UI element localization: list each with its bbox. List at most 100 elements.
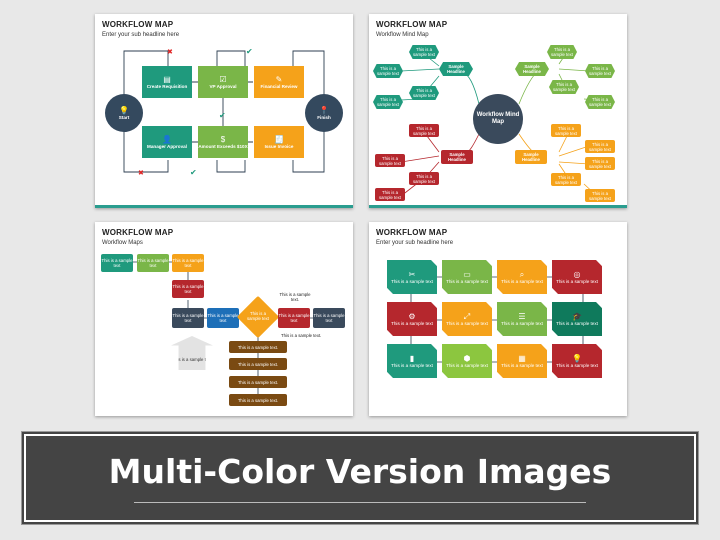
money-icon: $: [220, 134, 226, 144]
note-side: This is a sample text.: [281, 333, 322, 338]
check-mark: ✔: [246, 47, 253, 56]
banner: Multi-Color Version Images: [22, 432, 698, 524]
mindmap-headline-br[interactable]: Sample Headline: [515, 150, 547, 164]
flow-node[interactable]: This is a sample text: [172, 254, 204, 272]
flow-node[interactable]: This is a sample text: [101, 254, 133, 272]
x-mark: ✖: [167, 49, 173, 56]
icon-card[interactable]: 💡This is a sample text: [552, 344, 602, 378]
flow-step[interactable]: This is a sample text.: [229, 376, 287, 388]
mindmap-node[interactable]: This is a sample text: [585, 157, 615, 170]
slide-subtitle: Enter your sub headline here: [102, 32, 180, 38]
icon-card-label: This is a sample text: [501, 362, 543, 368]
mindmap-node[interactable]: This is a sample text: [373, 95, 403, 109]
invoice-icon: 🧾: [274, 134, 284, 144]
icon-card[interactable]: ▮This is a sample text: [387, 344, 437, 378]
icon-card[interactable]: ⬢This is a sample text: [442, 344, 492, 378]
flow-step[interactable]: This is a sample text.: [229, 358, 287, 370]
mindmap-node[interactable]: This is a sample text: [551, 173, 581, 186]
lightbulb-icon: 💡: [119, 105, 129, 115]
icon-card[interactable]: ▦This is a sample text: [497, 344, 547, 378]
slide-workflow-map-3[interactable]: WORKFLOW MAP Workflow Maps This is a sam…: [95, 222, 353, 416]
tools-icon: ✂: [408, 269, 416, 279]
slide-subtitle: Workflow Mind Map: [376, 32, 429, 38]
slide-workflow-map-1[interactable]: WORKFLOW MAP Enter your sub headline her…: [95, 14, 353, 208]
slide-workflow-map-2[interactable]: WORKFLOW MAP Workflow Mind Map Workflow …: [369, 14, 627, 208]
search-icon: ⌕: [519, 269, 525, 279]
icon-card[interactable]: ☰This is a sample text: [497, 302, 547, 336]
slide-workflow-map-4[interactable]: WORKFLOW MAP Enter your sub headline her…: [369, 222, 627, 416]
wallet-icon: ▭: [463, 269, 471, 279]
flow-node[interactable]: This is a sample text: [137, 254, 169, 272]
grid-connectors: [410, 276, 584, 363]
flow-box-create-requisition[interactable]: ▤Create Requisition: [142, 66, 192, 98]
mindmap-headline-bl[interactable]: Sample Headline: [441, 150, 473, 164]
slide-subtitle: Enter your sub headline here: [376, 240, 454, 246]
mindmap-node[interactable]: This is a sample text: [551, 124, 581, 137]
sliders-icon: ☰: [518, 311, 526, 321]
flow-box-vp-approval[interactable]: ☑VP Approval: [198, 66, 248, 98]
flow-step[interactable]: This is a sample text.: [229, 394, 287, 406]
icon-card[interactable]: ▭This is a sample text: [442, 260, 492, 294]
approval-icon: ☑: [219, 74, 227, 84]
mindmap-node[interactable]: This is a sample text: [375, 188, 405, 201]
mindmap-headline-tl[interactable]: Sample Headline: [439, 62, 473, 76]
mindmap-headline-tr[interactable]: Sample Headline: [515, 62, 549, 76]
lightbulb-icon: 💡: [572, 353, 582, 363]
icon-card-label: This is a sample text: [391, 362, 433, 368]
flow-step[interactable]: This is a sample text.: [229, 341, 287, 353]
graduation-cap-icon: 🎓: [572, 311, 582, 321]
mindmap-node[interactable]: This is a sample text: [549, 80, 579, 94]
mindmap-node[interactable]: This is a sample text: [373, 64, 403, 78]
mindmap-node[interactable]: This is a sample text: [547, 45, 577, 59]
mindmap-node[interactable]: This is a sample text: [409, 86, 439, 100]
calendar-icon: ▦: [518, 353, 526, 363]
flow-connectors: ✖✖ ✔✔✔: [123, 47, 325, 177]
box-icon: ⬢: [463, 353, 471, 363]
flow-box-manager-approval[interactable]: 👤Manager Approval: [142, 126, 192, 158]
flow-box-financial-review[interactable]: ✎Financial Review: [254, 66, 304, 98]
mindmap-node[interactable]: This is a sample text: [585, 64, 615, 78]
icon-card-label: This is a sample text: [446, 320, 488, 326]
gear-icon: ⚙: [408, 311, 416, 321]
icon-card[interactable]: ⤢This is a sample text: [442, 302, 492, 336]
flow-node[interactable]: This is a sample text: [172, 280, 204, 298]
mindmap-node[interactable]: This is a sample text: [585, 95, 615, 109]
start-node[interactable]: 💡 Start: [105, 94, 143, 132]
flow-node[interactable]: This is a sample text: [172, 308, 204, 328]
edit-icon: ✎: [275, 74, 283, 84]
icon-card[interactable]: ⚙This is a sample text: [387, 302, 437, 336]
icon-card-label: This is a sample text: [556, 362, 598, 368]
flow-box-amount-exceeds[interactable]: $Amount Exceeds $10X: [198, 126, 248, 158]
user-icon: 👤: [162, 134, 172, 144]
banner-divider: [134, 502, 586, 503]
icon-card-label: This is a sample text: [446, 362, 488, 368]
icon-card-label: This is a sample text: [501, 278, 543, 284]
mindmap-node[interactable]: This is a sample text: [585, 140, 615, 153]
expand-icon: ⤢: [463, 311, 471, 321]
location-pin-icon: 📍: [319, 105, 329, 115]
slide-title: WORKFLOW MAP: [376, 20, 448, 29]
mindmap-node[interactable]: This is a sample text: [409, 124, 439, 137]
slide-subtitle: Workflow Maps: [102, 240, 143, 246]
icon-card-label: This is a sample text: [556, 320, 598, 326]
icon-card[interactable]: ◎This is a sample text: [552, 260, 602, 294]
flow-node[interactable]: This is a sample text: [278, 308, 310, 328]
flow-node[interactable]: This is a sample text: [313, 308, 345, 328]
finish-node[interactable]: 📍 Finish: [305, 94, 343, 132]
mindmap-node[interactable]: This is a sample text: [375, 154, 405, 167]
slide-accent-bar: [95, 205, 353, 208]
target-icon: ◎: [573, 269, 581, 279]
flow-node[interactable]: This is a sample text: [207, 308, 239, 328]
decision-label: This is a sample text: [247, 311, 269, 321]
mindmap-node[interactable]: This is a sample text: [409, 45, 439, 59]
mindmap-node[interactable]: This is a sample text: [585, 189, 615, 202]
icon-card[interactable]: 🎓This is a sample text: [552, 302, 602, 336]
icon-card[interactable]: ✂This is a sample text: [387, 260, 437, 294]
document-icon: ▤: [163, 74, 171, 84]
mindmap-center[interactable]: Workflow Mind Map: [473, 94, 523, 144]
flow-box-issue-invoice[interactable]: 🧾Issue Invoice: [254, 126, 304, 158]
check-mark: ✔: [190, 168, 197, 177]
mindmap-node[interactable]: This is a sample text: [409, 172, 439, 185]
icon-card[interactable]: ⌕This is a sample text: [497, 260, 547, 294]
slide-title: WORKFLOW MAP: [102, 228, 174, 237]
